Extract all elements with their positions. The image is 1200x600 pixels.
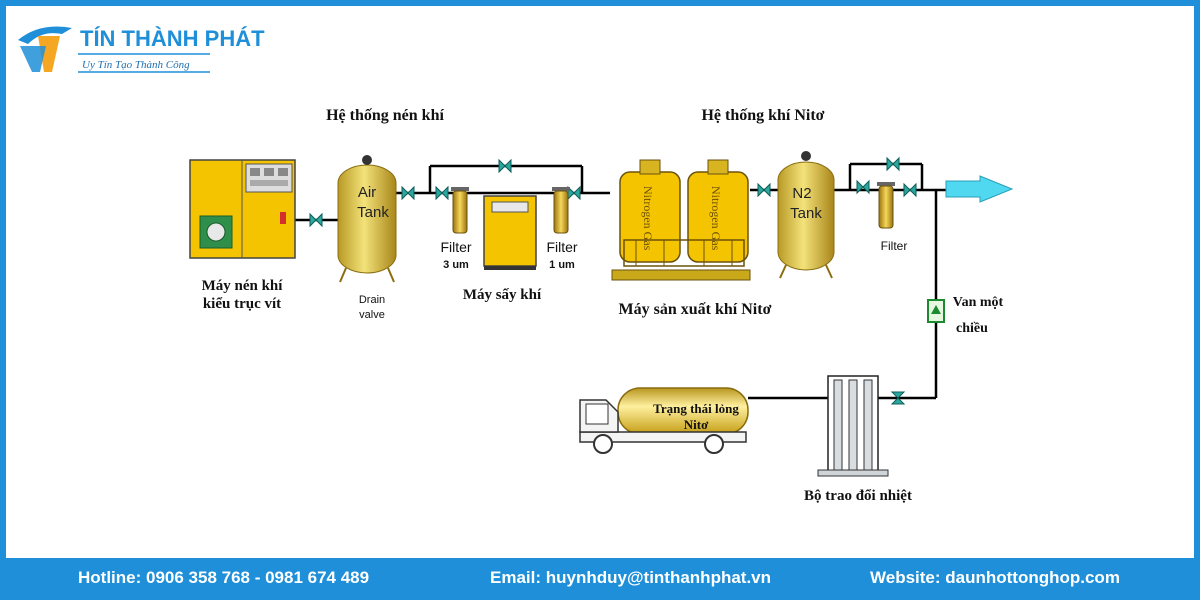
liquid-state-label-line2: Nitơ — [684, 417, 709, 432]
screw-compressor — [189, 159, 296, 259]
compressor-label-line2: kiểu trục vít — [203, 296, 281, 312]
valve-compressor-outlet-icon — [309, 213, 323, 227]
filter-1um-label: Filter — [546, 239, 577, 255]
filter-1um — [552, 187, 570, 234]
compressor-label-line1: Máy nén khí — [202, 278, 284, 294]
section-nitrogen-title: Hệ thống khí Nitơ — [701, 107, 824, 124]
drain-valve-label-line1: Drain — [359, 294, 385, 306]
air-dryer — [483, 195, 537, 270]
truck-front-wheel-icon — [593, 434, 613, 454]
generator-tower-right-text: Nitrogen Gas — [709, 186, 723, 251]
air-tank-label-line2: Tank — [357, 204, 389, 221]
footer-email[interactable]: Email: huynhduy@tinthanhphat.vn — [490, 568, 772, 587]
air-tank-label-line1: Air — [358, 184, 376, 201]
air-tank: Air Tank — [337, 155, 397, 283]
generator-tower-left-text: Nitrogen Gas — [641, 186, 655, 251]
check-valve-arrow-icon — [931, 305, 941, 314]
contact-footer: Hotline: 0906 358 768 - 0981 674 489 Ema… — [0, 560, 1200, 600]
brand-logo: TÍN THÀNH PHÁT Uy Tín Tạo Thành Công — [18, 26, 265, 73]
outlet-arrow-icon — [945, 175, 1014, 203]
content-frame — [6, 6, 1194, 558]
valve-filter-3um-inlet-icon — [435, 186, 449, 200]
truck-rear-wheel-icon — [704, 434, 724, 454]
brand-name: TÍN THÀNH PHÁT — [80, 26, 265, 51]
filter-1um-rating: 1 um — [549, 259, 575, 271]
process-diagram: TÍN THÀNH PHÁT Uy Tín Tạo Thành Công Hệ … — [18, 26, 1014, 504]
logo-mark-icon — [38, 36, 60, 72]
footer-website[interactable]: Website: daunhottonghop.com — [870, 568, 1120, 587]
liquid-state-label-line1: Trạng thái lỏng — [653, 401, 739, 416]
drain-valve-label-line2: valve — [359, 309, 385, 321]
footer-hotline: Hotline: 0906 358 768 - 0981 674 489 — [78, 568, 370, 587]
heat-exchanger-label: Bộ trao đổi nhiệt — [804, 488, 912, 504]
dryer-label: Máy sấy khí — [463, 287, 542, 303]
logo-mark-shade-icon — [20, 46, 46, 72]
check-valve — [927, 299, 945, 323]
filter-3um-rating: 3 um — [443, 259, 469, 271]
section-compressed-air-title: Hệ thống nén khí — [326, 107, 444, 124]
nitrogen-generator: Nitrogen Gas Nitrogen Gas — [611, 159, 751, 281]
brand-slogan: Uy Tín Tạo Thành Công — [82, 59, 190, 71]
valve-outlet-filter-outlet-icon — [903, 183, 917, 197]
check-valve-label-line2: chiều — [956, 321, 988, 336]
outlet-filter — [877, 182, 895, 229]
heat-exchanger — [817, 375, 889, 477]
outlet-filter-label: Filter — [881, 239, 908, 253]
filter-3um-label: Filter — [440, 239, 471, 255]
n2-tank-label-line2: Tank — [790, 205, 822, 222]
generator-label: Máy sản xuất khí Nitơ — [619, 301, 772, 318]
valve-outlet-bypass-icon — [886, 157, 900, 171]
n2-tank-label-line1: N2 — [792, 185, 811, 202]
valve-bypass-dryer-icon — [498, 159, 512, 173]
check-valve-label-line1: Van một — [953, 295, 1004, 310]
n2-tank: N2 Tank — [777, 151, 835, 279]
logo-swoosh-icon — [18, 26, 72, 44]
filter-3um — [451, 187, 469, 234]
liquid-nitrogen-truck — [579, 387, 749, 454]
valve-air-tank-outlet-icon — [401, 186, 415, 200]
valve-generator-outlet-icon — [757, 183, 771, 197]
